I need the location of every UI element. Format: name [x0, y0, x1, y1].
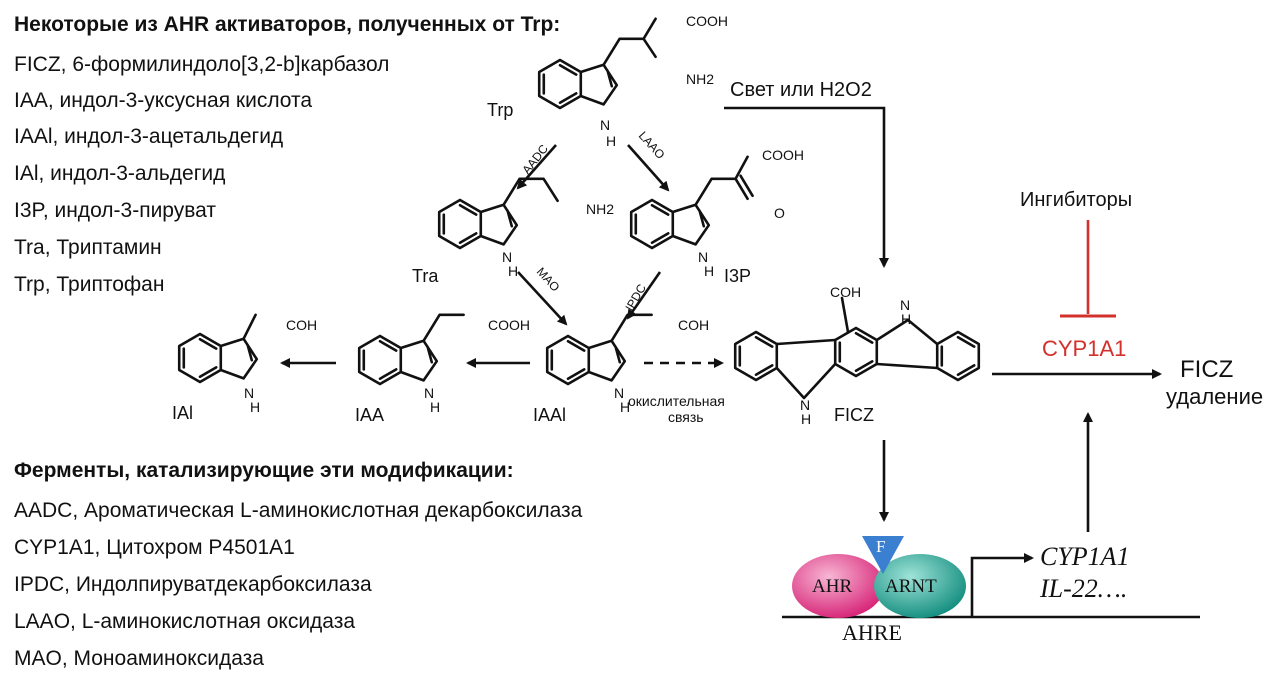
enzyme-label-mao: MAO — [534, 265, 563, 295]
ficz-removal-label-2: удаление — [1166, 384, 1264, 409]
arrow-transcription — [970, 553, 1034, 616]
enzyme-label-laao: LAAO — [636, 129, 668, 162]
enzyme-item: LAAO, L-аминокислотная оксидаза — [14, 610, 356, 633]
cyp1a1-enzyme-label: CYP1A1 — [1042, 336, 1127, 361]
molecule-label-ial: IAl — [172, 403, 194, 423]
enzyme-item: IPDC, Индолпируватдекарбоксилаза — [14, 573, 372, 596]
group-n-i3p: N — [698, 249, 709, 265]
group-nh2-tra: NH2 — [586, 201, 615, 217]
enzyme-item: AADC, Ароматическая L-аминокислотная дек… — [14, 499, 583, 522]
arrow-mao — [517, 271, 568, 326]
group-n-ficz-bottom: N — [800, 397, 811, 413]
gene-il22-label: IL-22…. — [1040, 574, 1128, 603]
group-h-trp: H — [606, 133, 617, 149]
ficz-removal-label-1: FICZ — [1180, 356, 1234, 383]
group-h-i3p: H — [704, 263, 715, 279]
ficz-ligand — [862, 536, 904, 574]
structure-ial — [177, 313, 259, 384]
group-h-iaal: H — [620, 399, 631, 415]
group-coh-ial: COH — [286, 317, 318, 333]
arnt-protein — [874, 554, 966, 618]
structure-iaal — [545, 313, 653, 386]
molecule-label-ficz: FICZ — [834, 405, 874, 425]
ahre-label: AHRE — [842, 620, 902, 645]
molecule-label-iaal: IAAl — [533, 405, 567, 425]
arrow-light — [724, 106, 889, 268]
enzymes-title: Ферменты, катализирующие эти модификации… — [14, 459, 514, 482]
structure-iaa — [357, 313, 465, 386]
molecule-label-tra: Tra — [412, 266, 439, 286]
structure-tra — [437, 177, 559, 250]
activator-item: IAAl, индол-3-ацетальдегид — [14, 125, 284, 148]
enzyme-item: MAO, Моноаминоксидаза — [14, 647, 264, 670]
enzyme-label-ipdc: IPDC — [622, 281, 649, 313]
activator-item: FICZ, 6-формилиндоло[3,2-b]карбазол — [14, 53, 390, 76]
group-cooh-i3p: COOH — [762, 147, 804, 163]
arrow-ipdc — [626, 271, 662, 320]
group-h-ficz-bottom: H — [801, 411, 812, 427]
arrow-aadc — [516, 144, 557, 190]
enzyme-label-aadc: AADC — [519, 142, 551, 177]
molecule-label-iaa: IAA — [355, 405, 385, 425]
group-n-trp: N — [600, 117, 611, 133]
group-n-ial: N — [244, 385, 255, 401]
structure-ficz-ring-left — [733, 330, 779, 382]
group-h-ial: H — [250, 399, 261, 415]
group-n-iaa: N — [424, 385, 435, 401]
oxidative-label-1: окислительная — [628, 393, 725, 409]
group-nh2-trp: NH2 — [686, 71, 715, 87]
oxidative-label-2: связь — [668, 409, 704, 425]
activator-item: IAl, индол-3-альдегид — [14, 162, 226, 185]
structure-ficz-ring-right — [935, 330, 981, 382]
activator-item: Tra, Триптамин — [14, 236, 162, 259]
molecule-label-trp: Trp — [487, 100, 514, 120]
structure-trp — [537, 17, 657, 110]
group-coh-ficz: COH — [830, 284, 862, 300]
group-o-i3p: O — [774, 205, 785, 221]
group-h-tra: H — [508, 263, 519, 279]
structure-i3p — [629, 155, 754, 250]
inhibitors-label: Ингибиторы — [1020, 189, 1133, 211]
group-n-tra: N — [502, 249, 513, 265]
light-or-peroxide-label: Свет или H2O2 — [730, 79, 872, 101]
ahr-label: AHR — [812, 576, 853, 597]
activator-item: I3P, индол-3-пируват — [14, 199, 217, 222]
activators-title: Некоторые из AHR активаторов, полученных… — [14, 13, 561, 36]
gene-cyp1a1-label: CYP1A1 — [1040, 542, 1130, 571]
structure-ficz-ring-pyrrole-left — [775, 338, 837, 400]
arnt-label: ARNT — [885, 576, 937, 597]
group-h-ficz-top: H — [901, 311, 912, 327]
ligand-f-label: F — [876, 537, 886, 556]
group-n-iaal: N — [614, 385, 625, 401]
group-coh-iaal: COH — [678, 317, 710, 333]
activator-item: IAA, индол-3-уксусная кислота — [14, 89, 313, 112]
structure-ficz-ring-center — [833, 326, 879, 378]
ahr-protein — [792, 554, 884, 618]
group-cooh-trp: COOH — [686, 13, 728, 29]
group-n-ficz-top: N — [900, 297, 911, 313]
enzyme-item: CYP1A1, Цитохром P4501A1 — [14, 536, 295, 559]
group-cooh-iaa: COOH — [488, 317, 530, 333]
molecule-label-i3p: I3P — [724, 266, 752, 286]
arrow-laao — [627, 144, 670, 192]
activator-item: Trp, Триптофан — [14, 273, 165, 296]
group-h-iaa: H — [430, 399, 441, 415]
structure-ficz-ring-pyrrole-right — [875, 318, 939, 370]
structure-ficz-aldehyde — [840, 296, 850, 334]
